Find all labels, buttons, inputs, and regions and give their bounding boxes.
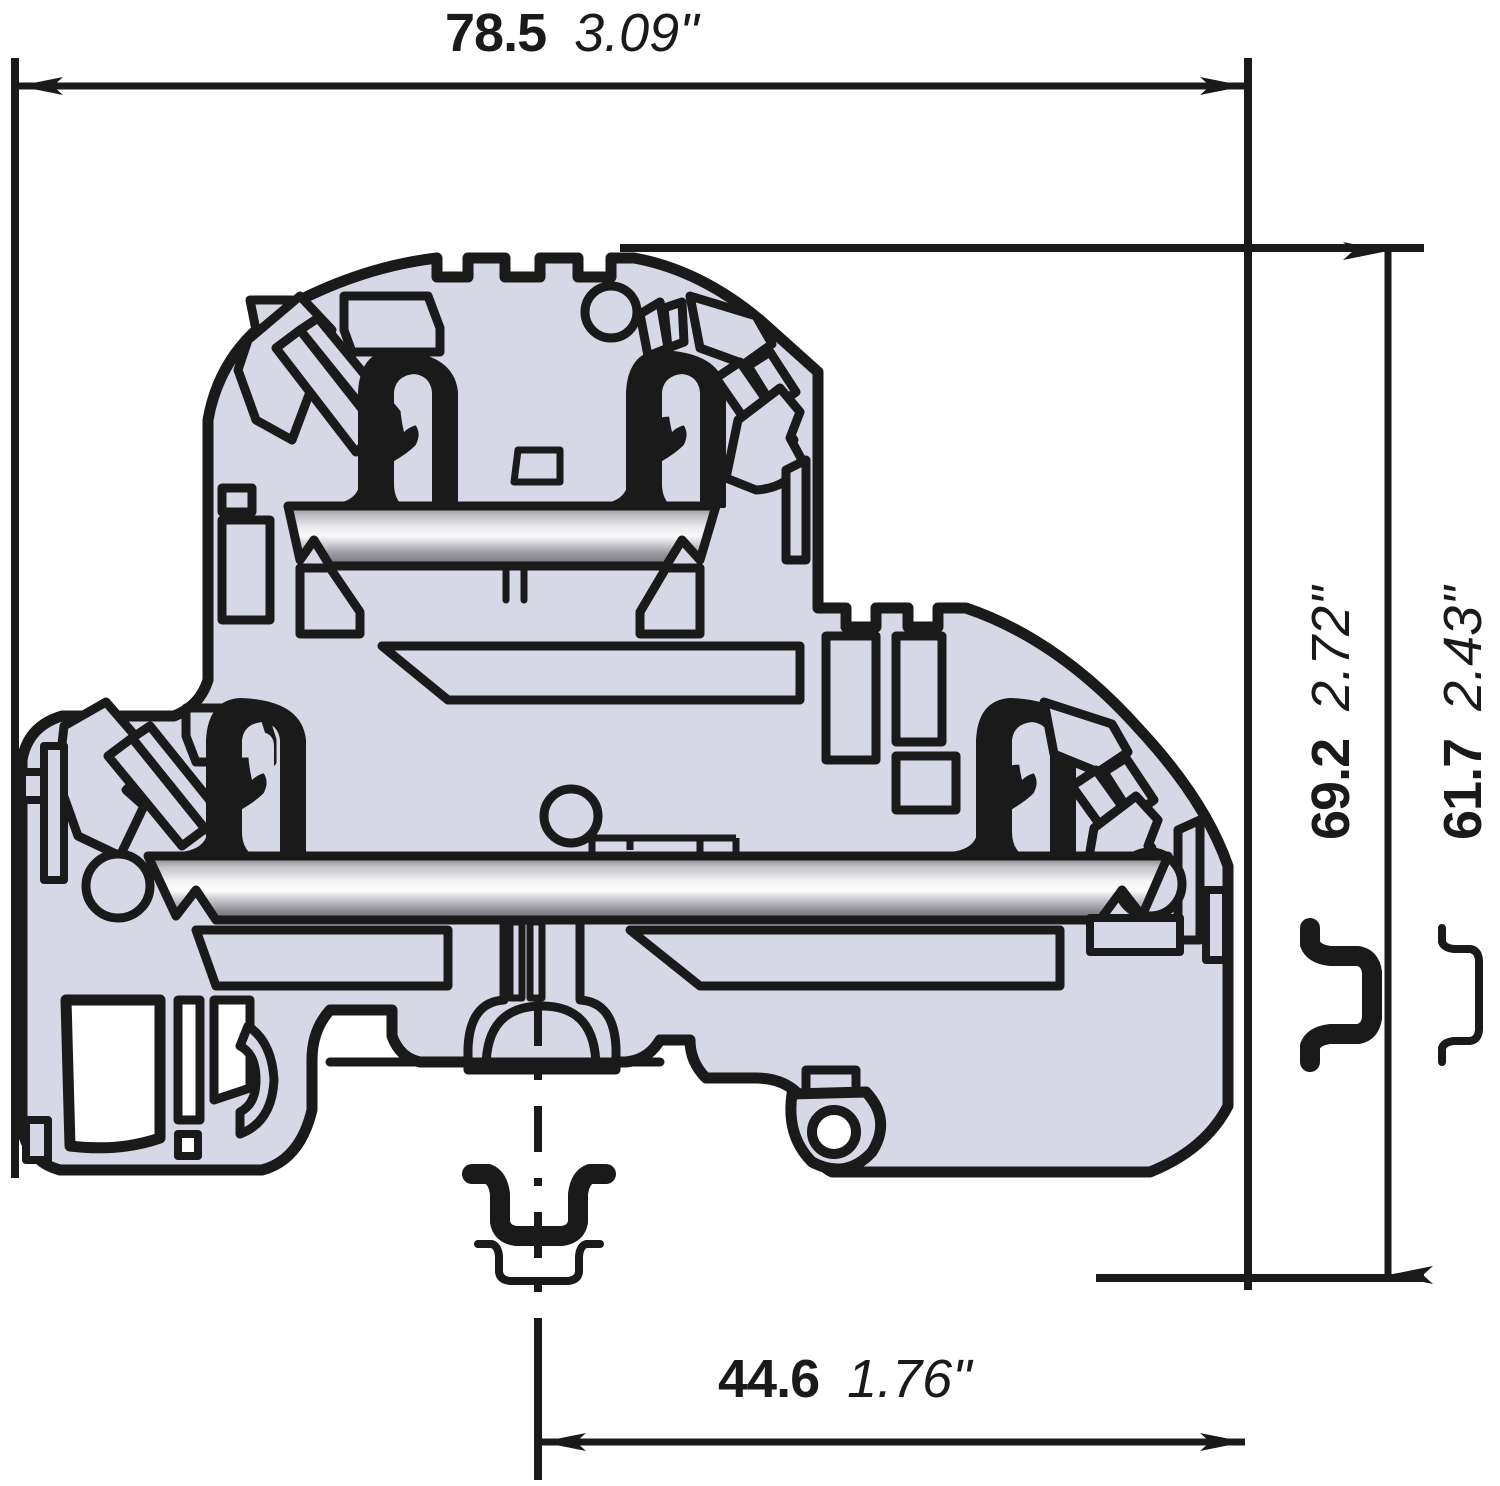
dimension-overall-width [11, 58, 1252, 1290]
upper-left-underbar-rib [295, 563, 365, 639]
upper-right-underbar-rib [635, 563, 705, 639]
terminal-block-cross-section [16, 252, 1234, 1178]
din-rail-symbol-15mm-thin-rotated [1438, 924, 1483, 1066]
upper-center-divider [502, 564, 528, 604]
upper-marking-rect-b [659, 297, 689, 353]
label-rail-offset-width-imperial: 1.76" [847, 1349, 972, 1409]
foot-slot-a [173, 995, 205, 1125]
label-overall-width-imperial: 3.09" [574, 3, 699, 63]
foot-left-tab [22, 1116, 52, 1164]
mid-right-block-2 [891, 631, 947, 747]
upper-left-contact-jaw-inner [400, 384, 426, 432]
label-height-above-rail-metric: 61.7 [1433, 738, 1493, 840]
upper-marking-circle [580, 281, 642, 343]
dimension-overall-height [620, 242, 1433, 1284]
lower-left-vertical-rib [40, 742, 68, 884]
dimension-rail-offset-width [534, 1318, 1245, 1480]
lower-bus-bar [143, 851, 1173, 925]
label-rail-offset-width-metric: 44.6 [718, 1349, 820, 1409]
upper-center-notch [510, 446, 564, 486]
mid-right-block [821, 631, 881, 765]
lower-right-contact-jaw-inner [1018, 732, 1044, 780]
label-height-above-rail-imperial: 2.43" [1433, 586, 1493, 711]
din-rail-symbol-35mm-thick-rotated [1300, 918, 1382, 1072]
upper-left-base-shelf-2 [217, 483, 257, 517]
lower-left-notch [18, 768, 48, 804]
label-overall-height-imperial: 2.72" [1301, 586, 1361, 711]
rail-latch-stem [506, 918, 526, 1002]
foot-hook [235, 1021, 279, 1139]
mounting-hole [807, 1105, 861, 1159]
label-overall-width: 78.5 3.09" [445, 2, 698, 64]
lower-center-bracket [588, 834, 740, 856]
upper-right-side-rib [781, 455, 811, 565]
label-height-above-rail: 61.7 2.43" [1432, 587, 1494, 840]
lower-right-side-rib-2 [1202, 886, 1230, 964]
label-rail-offset-width: 44.6 1.76" [718, 1348, 971, 1410]
rail-latch-stem-2 [526, 918, 546, 1002]
under-bar-right-web-2 [1086, 914, 1184, 956]
foot-window-left [60, 994, 166, 1154]
upper-left-base-shelf [217, 515, 275, 625]
label-overall-width-metric: 78.5 [445, 3, 547, 63]
mid-right-block-3 [891, 751, 961, 815]
lower-left-contact-jaw [148, 698, 306, 870]
mid-diagonal-web [377, 641, 805, 705]
under-bar-left-web [191, 925, 453, 991]
upper-right-contact-jaw-inner [668, 384, 694, 432]
label-overall-height-metric: 69.2 [1301, 738, 1361, 840]
din-rail-symbol-35mm-thick [462, 1164, 616, 1246]
under-bar-right-web [625, 925, 1065, 991]
upper-bus-bar [283, 501, 721, 571]
din-rail-symbol-15mm-thin [474, 1240, 604, 1285]
upper-left-screw-channel [339, 291, 445, 357]
foot-slot-b [209, 995, 255, 1105]
label-overall-height: 69.2 2.72" [1300, 587, 1362, 840]
lower-left-contact-jaw-inner [248, 732, 274, 780]
lower-left-marking-circle [81, 849, 155, 923]
lower-center-marking-circle [539, 784, 603, 848]
foot-slot-c [174, 1130, 202, 1160]
upper-right-screw-channel [685, 291, 777, 369]
